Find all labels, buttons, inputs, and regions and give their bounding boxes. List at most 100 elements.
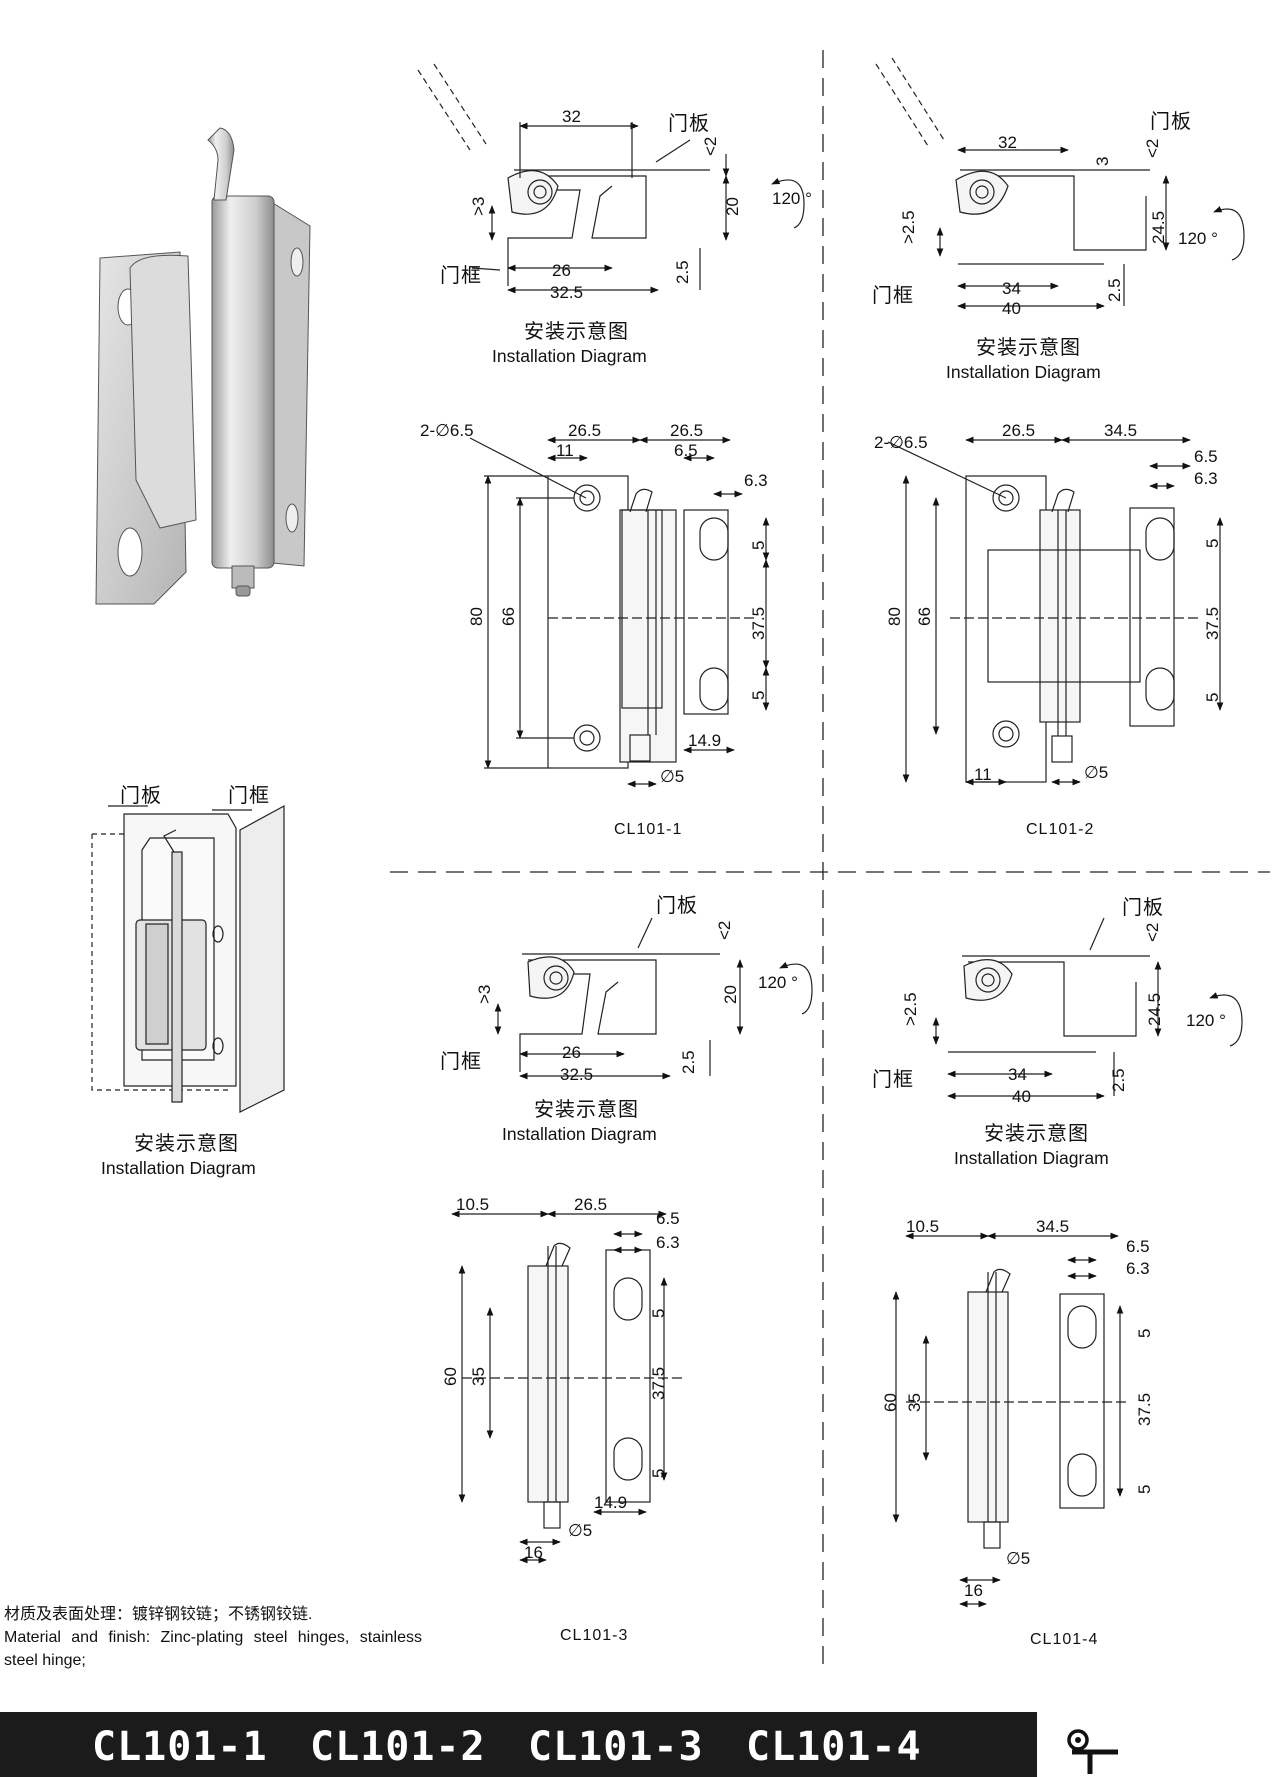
svg-text:门板: 门板	[656, 894, 698, 917]
q1-front-dims: 2-∅6.5 26.5 26.5 11 6.5 6.3 5 37.5 5 80 …	[420, 421, 768, 786]
svg-text:门框: 门框	[872, 1068, 914, 1091]
svg-text:16: 16	[524, 1543, 543, 1562]
svg-text:120 °: 120 °	[772, 189, 812, 208]
svg-text:24.5: 24.5	[1149, 211, 1168, 244]
q1-caption-en: Installation Diagram	[492, 346, 647, 366]
svg-text:5: 5	[649, 1309, 668, 1318]
svg-text:∅5: ∅5	[568, 1521, 592, 1540]
q2-caption-en: Installation Diagram	[946, 362, 1101, 382]
svg-text:<2: <2	[715, 921, 734, 940]
svg-text:20: 20	[721, 985, 740, 1004]
svg-text:10.5: 10.5	[456, 1195, 489, 1214]
svg-text:26.5: 26.5	[568, 421, 601, 440]
svg-text:35: 35	[905, 1393, 924, 1412]
install-caption-cn: 安装示意图	[134, 1132, 239, 1155]
svg-text:34.5: 34.5	[1036, 1217, 1069, 1236]
q1-model-label: CL101-1	[614, 821, 682, 838]
svg-text:37.5: 37.5	[649, 1367, 668, 1400]
svg-text:10.5: 10.5	[906, 1217, 939, 1236]
q1-caption-cn: 安装示意图	[524, 320, 629, 343]
svg-text:80: 80	[467, 607, 486, 626]
material-note-en: Material and finish: Zinc-plating steel …	[4, 1629, 422, 1669]
svg-text:>2.5: >2.5	[901, 992, 920, 1026]
q1-install-dims: 32 门板 <2 20 120 ° >3 26 32.5 2.5 门框	[440, 107, 812, 302]
svg-text:3: 3	[1093, 157, 1112, 166]
svg-text:37.5: 37.5	[749, 607, 768, 640]
svg-text:120 °: 120 °	[1178, 229, 1218, 248]
svg-text:2-∅6.5: 2-∅6.5	[420, 421, 474, 440]
svg-text:32: 32	[998, 133, 1017, 152]
model-code-banner: CL101-1 CL101-2 CL101-3 CL101-4	[0, 1712, 1037, 1777]
svg-text:>2.5: >2.5	[899, 210, 918, 244]
footer-code-2: CL101-2	[310, 1724, 486, 1770]
svg-text:34.5: 34.5	[1104, 421, 1137, 440]
svg-text:门板: 门板	[1122, 896, 1164, 919]
svg-text:2.5: 2.5	[1109, 1068, 1128, 1092]
svg-text:6.3: 6.3	[656, 1233, 680, 1252]
svg-text:14.9: 14.9	[594, 1493, 627, 1512]
svg-text:40: 40	[1012, 1087, 1031, 1106]
svg-text:26: 26	[552, 261, 571, 280]
svg-text:<2: <2	[1143, 139, 1162, 158]
svg-text:6.3: 6.3	[1126, 1259, 1150, 1278]
q3-front-dims: 10.5 26.5 6.5 6.3 5 37.5 5 60 35 14.9 ∅5…	[441, 1195, 680, 1562]
q1-install-diagram	[417, 63, 805, 294]
svg-text:26.5: 26.5	[670, 421, 703, 440]
svg-text:120 °: 120 °	[1186, 1011, 1226, 1030]
q3-install-dims: 门板 <2 20 120 ° >3 26 32.5 2.5 门框	[440, 894, 798, 1084]
svg-text:门框: 门框	[440, 1050, 482, 1073]
svg-text:32.5: 32.5	[550, 283, 583, 302]
door-panel-label: 门板	[120, 784, 162, 807]
q3-install-diagram	[494, 917, 813, 1080]
q4-caption-en: Installation Diagram	[954, 1148, 1109, 1168]
svg-text:门板: 门板	[1150, 110, 1192, 133]
q4-install-dims: 门板 <2 24.5 120 ° >2.5 门框 34 40 2.5	[872, 896, 1226, 1106]
svg-text:32: 32	[562, 107, 581, 126]
q2-caption-cn: 安装示意图	[976, 336, 1081, 359]
svg-text:∅5: ∅5	[1084, 763, 1108, 782]
svg-text:40: 40	[1002, 299, 1021, 318]
q1-front-view	[469, 436, 770, 788]
svg-text:2.5: 2.5	[679, 1050, 698, 1074]
svg-text:37.5: 37.5	[1135, 1393, 1154, 1426]
door-frame-label: 门框	[228, 784, 270, 807]
footer-code-4: CL101-4	[746, 1724, 922, 1770]
svg-text:32.5: 32.5	[560, 1065, 593, 1084]
svg-text:>3: >3	[475, 985, 494, 1004]
svg-text:5: 5	[1135, 1485, 1154, 1494]
svg-text:5: 5	[1203, 539, 1222, 548]
svg-text:∅5: ∅5	[1006, 1549, 1030, 1568]
svg-text:24.5: 24.5	[1145, 993, 1164, 1026]
svg-text:6.5: 6.5	[674, 441, 698, 460]
svg-text:<2: <2	[1143, 923, 1162, 942]
svg-text:80: 80	[885, 607, 904, 626]
svg-text:26.5: 26.5	[574, 1195, 607, 1214]
footer-code-1: CL101-1	[92, 1724, 268, 1770]
svg-text:11: 11	[556, 441, 574, 460]
svg-text:60: 60	[881, 1393, 900, 1412]
svg-text:6.3: 6.3	[1194, 469, 1218, 488]
svg-text:6.5: 6.5	[1194, 447, 1218, 466]
svg-text:5: 5	[749, 541, 768, 550]
svg-text:门框: 门框	[872, 284, 914, 307]
q2-front-view	[887, 436, 1224, 786]
q4-front-view	[892, 1232, 1130, 1608]
svg-text:∅5: ∅5	[660, 767, 684, 786]
q2-install-diagram	[875, 57, 1245, 310]
svg-text:6.5: 6.5	[1126, 1237, 1150, 1256]
svg-text:37.5: 37.5	[1203, 607, 1222, 640]
q2-install-dims: 32 3 门板 <2 24.5 120 ° >2.5 门框 34 40 2.5	[872, 110, 1218, 318]
svg-text:14.9: 14.9	[688, 731, 721, 750]
svg-text:2.5: 2.5	[1105, 278, 1124, 302]
svg-text:35: 35	[469, 1367, 488, 1386]
svg-text:5: 5	[1203, 693, 1222, 702]
svg-text:66: 66	[915, 607, 934, 626]
q4-caption-cn: 安装示意图	[984, 1122, 1089, 1145]
svg-text:26: 26	[562, 1043, 581, 1062]
q3-front-view	[451, 1210, 686, 1564]
svg-text:16: 16	[964, 1581, 983, 1600]
svg-text:门框: 门框	[440, 264, 482, 287]
material-notes: 材质及表面处理：镀锌钢铰链；不锈钢铰链. Material and finish…	[4, 1603, 422, 1672]
svg-text:门板: 门板	[668, 112, 710, 135]
install-sketch-left	[91, 804, 285, 1113]
